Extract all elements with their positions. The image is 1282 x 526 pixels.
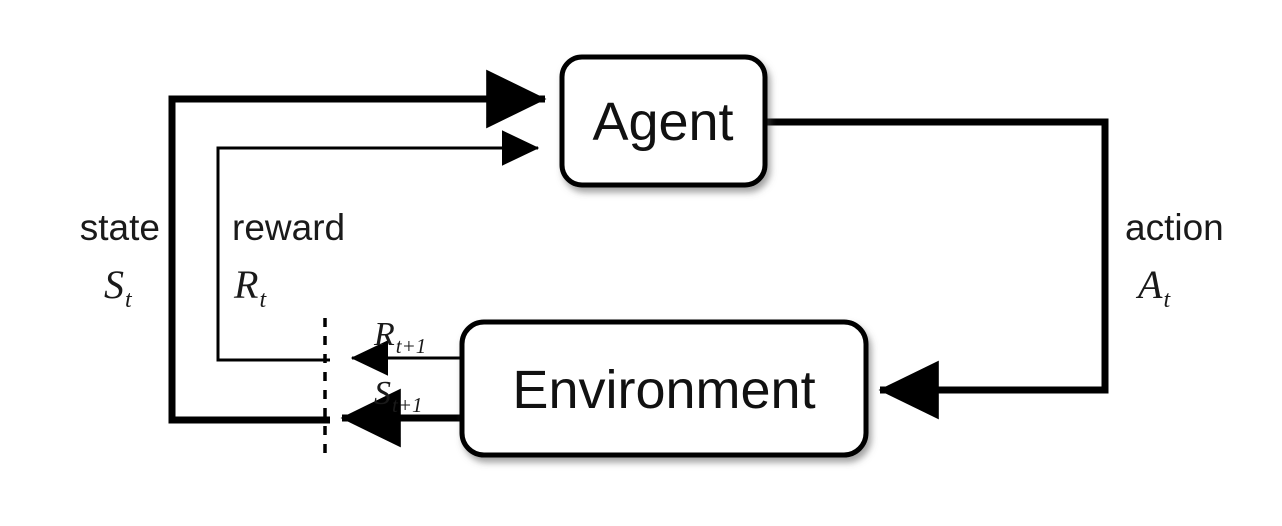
edge-state-to-agent (168, 69, 547, 424)
environment-label: Environment (512, 360, 815, 420)
action-word: action (1125, 207, 1224, 248)
label-reward: reward Rt (232, 207, 345, 313)
reward-word: reward (232, 207, 345, 248)
label-state: state St (80, 207, 160, 313)
node-agent[interactable]: Agent (559, 54, 768, 188)
next-state-symbol-group: St+1 (374, 375, 423, 417)
state-word: state (80, 207, 160, 248)
label-next-reward: Rt+1 (373, 316, 426, 358)
agent-label: Agent (592, 92, 733, 152)
next-reward-symbol-group: Rt+1 (373, 316, 426, 358)
label-next-state: St+1 (374, 375, 423, 417)
state-subscript: t (125, 287, 133, 313)
state-symbol: S (104, 262, 124, 307)
edge-reward-to-agent (216, 130, 540, 362)
action-symbol-group: At (1135, 262, 1171, 313)
action-subscript: t (1163, 287, 1171, 313)
node-environment[interactable]: Environment (459, 319, 869, 458)
next-reward-symbol: R (373, 316, 395, 353)
label-action: action At (1125, 207, 1224, 313)
state-symbol-group: St (104, 262, 133, 313)
action-symbol: A (1135, 262, 1163, 307)
reward-subscript: t (259, 287, 267, 313)
next-state-subscript: t+1 (392, 393, 423, 417)
reward-symbol: R (233, 262, 258, 307)
next-state-symbol: S (374, 375, 391, 412)
environment-box[interactable] (459, 319, 869, 458)
next-reward-subscript: t+1 (396, 334, 427, 358)
edge-action-to-environment (765, 118, 1109, 420)
agent-box[interactable] (559, 54, 768, 188)
reward-symbol-group: Rt (233, 262, 267, 313)
